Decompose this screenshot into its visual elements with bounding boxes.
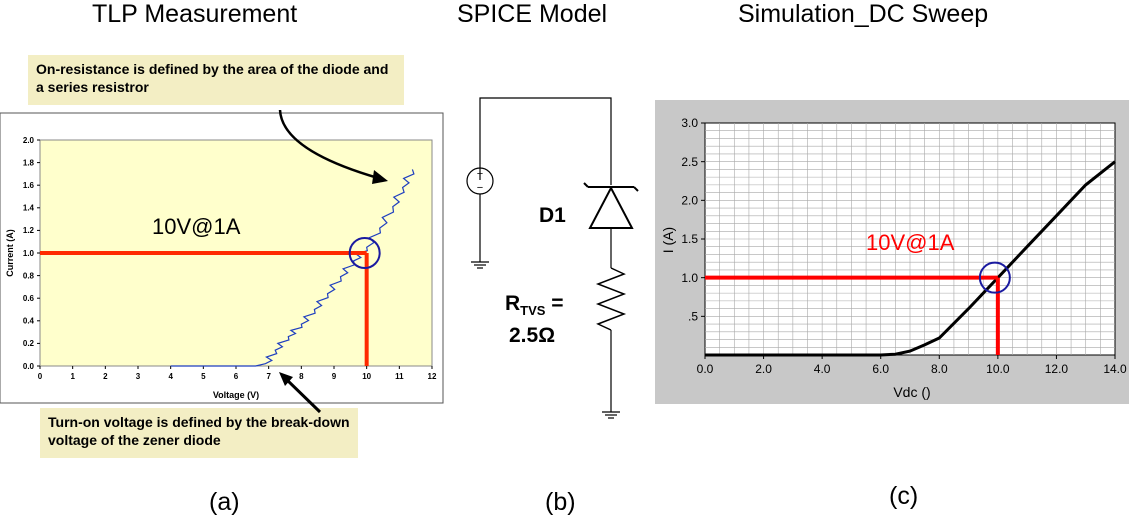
x-tick-label: 8 xyxy=(299,372,304,381)
y-tick-label: 2.5 xyxy=(681,155,698,169)
sim-annotation: 10V@1A xyxy=(866,230,955,255)
x-tick-label: 5 xyxy=(201,372,206,381)
resistor-value: 2.5Ω xyxy=(509,324,555,347)
x-tick-label: 6 xyxy=(234,372,239,381)
x-tick-label: 12 xyxy=(428,372,437,381)
x-tick-label: 10 xyxy=(362,372,371,381)
tlp-x-axis-label: Voltage (V) xyxy=(213,390,259,400)
y-tick-label: 1.8 xyxy=(23,158,35,167)
bottom-callout-arrow xyxy=(283,376,322,414)
bottom-callout-arrowhead xyxy=(279,372,293,386)
spice-title: SPICE Model xyxy=(457,0,608,28)
top-wire xyxy=(479,97,612,185)
x-tick-label: 7 xyxy=(266,372,271,381)
y-tick-label: 0.4 xyxy=(23,317,35,326)
caption-a: (a) xyxy=(209,488,240,516)
y-tick-label: 0.0 xyxy=(23,362,35,371)
tlp-title: TLP Measurement xyxy=(92,0,298,28)
x-tick-label: 14.0 xyxy=(1103,362,1127,376)
sim-grid xyxy=(705,123,1115,355)
y-tick-label: 1.0 xyxy=(23,249,35,258)
sim-x-ticks: 0.0 2.0 4.0 6.0 8.0 10.0 12.0 14.0 xyxy=(697,355,1127,376)
x-tick-label: 4.0 xyxy=(814,362,831,376)
y-tick-label: 0.8 xyxy=(23,271,35,280)
y-tick-label: 2.0 xyxy=(23,136,35,145)
on-resistance-callout: On-resistance is defined by the area of … xyxy=(28,55,404,105)
y-tick-label: 0.2 xyxy=(23,339,35,348)
resistor-label: RTVS = xyxy=(505,292,564,318)
y-tick-label: 0.6 xyxy=(23,294,35,303)
y-tick-label: .5 xyxy=(688,310,698,324)
x-tick-label: 8.0 xyxy=(931,362,948,376)
source-plus-sign: + xyxy=(477,168,483,180)
x-tick-label: 1 xyxy=(70,372,75,381)
y-tick-label: 1.0 xyxy=(681,271,698,285)
source-minus-sign: − xyxy=(477,182,483,194)
resistor-symbol xyxy=(595,267,627,331)
tlp-y-axis-label: Current (A) xyxy=(5,229,15,277)
tlp-annotation: 10V@1A xyxy=(152,214,241,239)
x-tick-label: 4 xyxy=(168,372,173,381)
x-tick-label: 3 xyxy=(136,372,141,381)
tlp-measurement-trace xyxy=(170,169,415,367)
sim-marker-circle xyxy=(978,261,1011,294)
caption-c: (c) xyxy=(889,482,919,510)
caption-b: (b) xyxy=(545,488,576,516)
spice-schematic xyxy=(466,97,639,419)
x-tick-label: 11 xyxy=(395,372,404,381)
sim-y-ticks: .5 1.0 1.5 2.0 2.5 3.0 xyxy=(681,116,705,324)
x-tick-label: 2.0 xyxy=(755,362,772,376)
callout-arrows xyxy=(278,109,388,414)
y-tick-label: 1.6 xyxy=(23,181,35,190)
x-tick-label: 6.0 xyxy=(872,362,889,376)
top-callout-arrowhead xyxy=(372,170,388,184)
x-tick-label: 12.0 xyxy=(1045,362,1069,376)
top-callout-arrow xyxy=(278,109,379,180)
sim-x-axis-label: Vdc () xyxy=(893,384,930,400)
tlp-y-ticks: 0.0 0.2 0.4 0.6 0.8 1.0 1.2 1.4 1.6 1.8 2.0 xyxy=(23,136,40,371)
x-tick-label: 2 xyxy=(103,372,108,381)
x-tick-label: 10.0 xyxy=(986,362,1010,376)
simulation-chart: 0.0 2.0 4.0 6.0 8.0 10.0 12.0 14.0 .5 1.0 1.5 2.0 2… xyxy=(655,100,1129,404)
y-tick-label: 3.0 xyxy=(681,116,698,130)
diode-triangle xyxy=(588,185,634,229)
x-tick-label: 0 xyxy=(38,372,43,381)
y-tick-label: 1.4 xyxy=(23,204,35,213)
y-tick-label: 1.5 xyxy=(681,232,698,246)
y-tick-label: 2.0 xyxy=(681,194,698,208)
diode-label: D1 xyxy=(539,204,566,227)
x-tick-label: 0.0 xyxy=(697,362,714,376)
sim-dc-sweep-trace xyxy=(705,160,1116,357)
y-tick-label: 1.2 xyxy=(23,226,35,235)
turn-on-voltage-callout: Turn-on voltage is defined by the break-… xyxy=(40,408,358,458)
tlp-marker-circle xyxy=(348,237,381,269)
simulation-title: Simulation_DC Sweep xyxy=(738,0,989,28)
x-tick-label: 9 xyxy=(332,372,337,381)
sim-y-axis-label: I (A) xyxy=(660,227,676,253)
